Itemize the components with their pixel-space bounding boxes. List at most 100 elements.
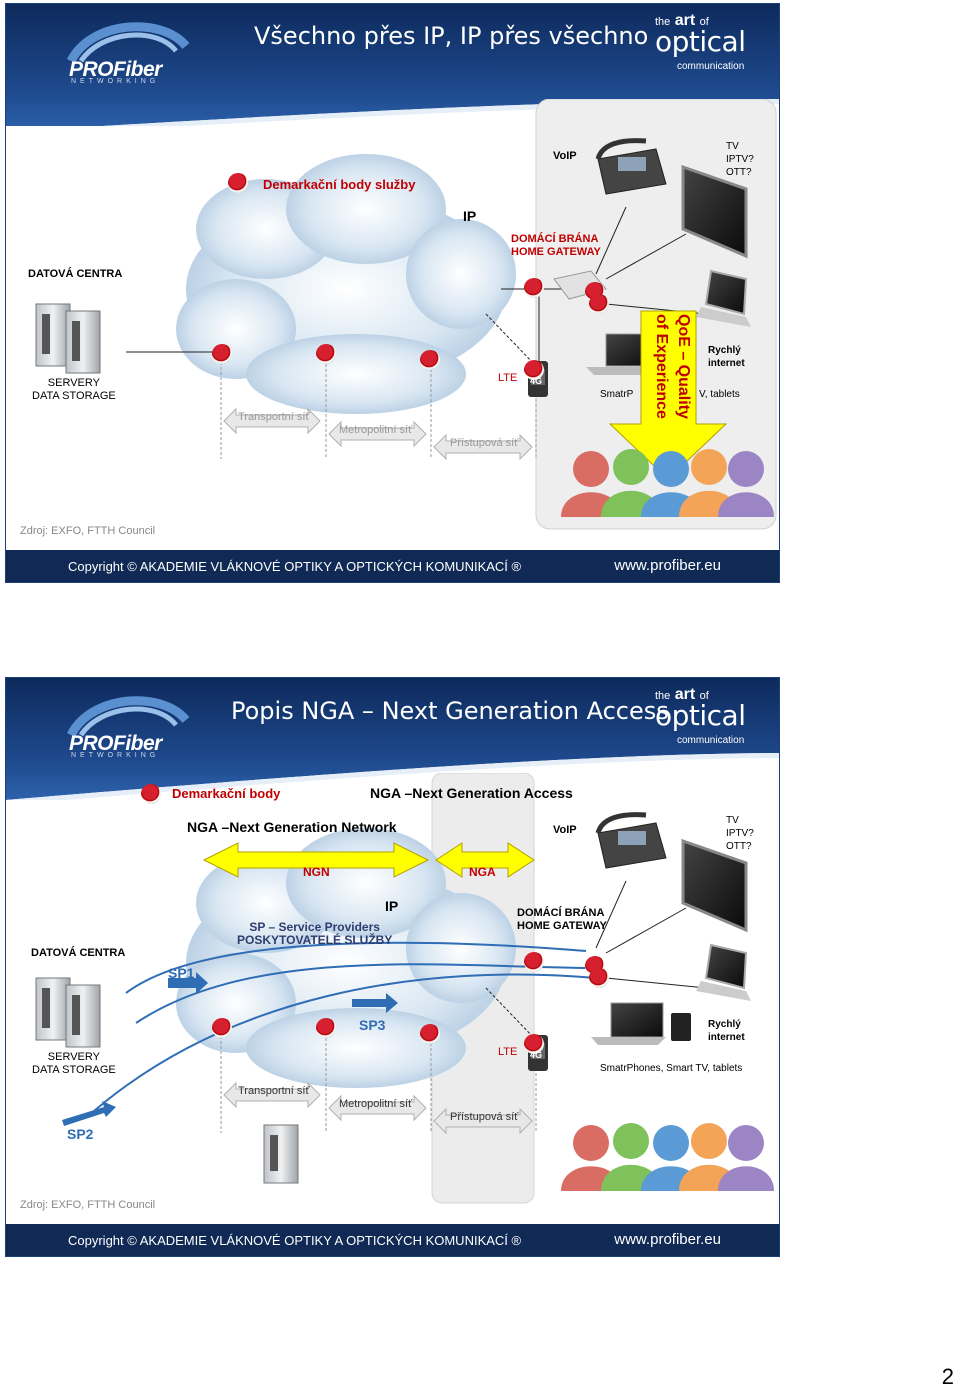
tv-text: TV xyxy=(726,815,739,826)
qoe-line-1: QoE – Quality xyxy=(675,314,692,419)
demarcation-marker xyxy=(420,350,440,370)
rychly-text: Rychlý xyxy=(708,1019,741,1030)
metro-label: Metropolitní síť xyxy=(339,424,413,436)
laptop-icon xyxy=(696,269,751,327)
voip-label: VoIP xyxy=(553,824,577,836)
gateway-label: DOMÁCÍ BRÁNA HOME GATEWAY xyxy=(511,233,601,259)
lte-label: LTE xyxy=(498,372,518,384)
gateway-label: DOMÁCÍ BRÁNA HOME GATEWAY xyxy=(517,907,607,933)
demarcation-marker xyxy=(524,278,544,298)
gateway-line-2: HOME GATEWAY xyxy=(511,246,601,258)
website-link[interactable]: www.profiber.eu xyxy=(614,557,721,574)
phone-icon xyxy=(595,812,667,869)
art-communication: communication xyxy=(677,61,745,72)
sp1-arrow xyxy=(168,972,208,994)
smartphones-label-left: SmatrP xyxy=(600,389,634,400)
tv-label: TV IPTV? OTT? xyxy=(726,140,754,179)
slide-title: Všechno přes IP, IP přes všechno xyxy=(254,22,649,50)
access-label: Přístupová síť xyxy=(450,437,519,449)
access-arrow xyxy=(433,433,533,461)
sp2-server-icon xyxy=(263,1124,299,1184)
4g-badge: 4G xyxy=(530,376,543,386)
slide-2: PROFiber NETWORKING Popis NGA – Next Gen… xyxy=(5,677,780,1257)
slide-1: PROFiber NETWORKING Všechno přes IP, IP … xyxy=(5,3,780,583)
sp2-label: SP2 xyxy=(67,1126,94,1142)
ngn-label: NGN xyxy=(303,865,330,879)
server-label: SERVERY DATA STORAGE xyxy=(32,377,116,403)
logo-subtitle: NETWORKING xyxy=(71,752,160,759)
transport-label: Transportní síť xyxy=(238,411,310,423)
iptv-text: IPTV? xyxy=(726,154,754,165)
transport-arrow xyxy=(223,407,321,435)
demarcation-marker xyxy=(212,344,232,364)
demarcation-marker xyxy=(589,294,609,314)
users-icon xyxy=(561,1123,774,1191)
users-icon xyxy=(561,449,774,517)
metro-label: Metropolitní síť xyxy=(339,1098,413,1110)
metro-arrow xyxy=(328,420,427,448)
gateway-line-1: DOMÁCÍ BRÁNA xyxy=(511,233,599,245)
footer: Copyright © AKADEMIE VLÁKNOVÉ OPTIKY A O… xyxy=(6,550,779,582)
link-line xyxy=(595,880,627,949)
fast-internet-label: Rychlý internet xyxy=(708,344,745,370)
sp-line-2: POSKYTOVATELÉ SLUŽBY xyxy=(237,933,393,947)
service-providers-label: SP – Service Providers POSKYTOVATELÉ SLU… xyxy=(237,921,392,947)
datacenter-label: DATOVÁ CENTRA xyxy=(28,268,123,280)
source-note: Zdroj: EXFO, FTTH Council xyxy=(20,1199,156,1211)
art-optical: optical xyxy=(655,25,746,58)
logo-subtitle: NETWORKING xyxy=(71,78,160,85)
nga-access-label: NGA –Next Generation Access xyxy=(370,785,573,801)
internet-text: internet xyxy=(708,1032,745,1043)
art-optical: optical xyxy=(655,699,746,732)
art-art: art xyxy=(674,686,696,703)
datacenter-label: DATOVÁ CENTRA xyxy=(31,947,126,959)
link-line xyxy=(605,907,687,954)
diagram-slide-2 xyxy=(35,773,774,1204)
qoe-arrow xyxy=(608,310,728,480)
art-the: the xyxy=(655,16,671,28)
header-background xyxy=(6,678,779,800)
server-label: SERVERY DATA STORAGE xyxy=(32,1051,116,1077)
sp3-label: SP3 xyxy=(359,1017,386,1033)
nga-arrow xyxy=(435,842,535,878)
demarcation-marker xyxy=(524,952,544,972)
demarcation-label: Demarkační body xyxy=(172,786,281,801)
devices-icon xyxy=(591,1002,691,1045)
ott-text: OTT? xyxy=(726,841,752,852)
tv-icon xyxy=(681,164,748,259)
iptv-text: IPTV? xyxy=(726,828,754,839)
website-link[interactable]: www.profiber.eu xyxy=(614,1231,721,1248)
profiber-logo: PROFiber xyxy=(69,58,162,81)
source-note: Zdroj: EXFO, FTTH Council xyxy=(20,525,156,537)
ott-text: OTT? xyxy=(726,167,752,178)
sp-line-1: SP – Service Providers xyxy=(249,920,380,934)
tv-text: TV xyxy=(726,141,739,152)
smartphones-label: SmatrPhones, Smart TV, tablets xyxy=(600,1063,743,1074)
footer: Copyright © AKADEMIE VLÁKNOVÉ OPTIKY A O… xyxy=(6,1224,779,1256)
demarcation-marker xyxy=(141,784,161,804)
demarcation-marker xyxy=(316,1018,336,1038)
servery-text: SERVERY xyxy=(47,1051,100,1063)
art-of: of xyxy=(699,690,709,702)
server-icon xyxy=(35,303,101,374)
link-line xyxy=(485,987,535,1039)
art-communication: communication xyxy=(677,735,745,746)
access-label: Přístupová síť xyxy=(450,1111,519,1123)
art-of: of xyxy=(699,16,709,28)
copyright-text: Copyright © AKADEMIE VLÁKNOVÉ OPTIKY A O… xyxy=(68,1233,522,1248)
server-icon xyxy=(35,977,101,1048)
tv-label: TV IPTV? OTT? xyxy=(726,814,754,853)
demarcation-label: Demarkační body služby xyxy=(263,177,416,192)
metro-arrow xyxy=(328,1094,427,1122)
ngn-arrow xyxy=(202,842,430,878)
ip-label: IP xyxy=(463,208,477,224)
art-of-optical-logo: the art of optical communication xyxy=(655,686,765,748)
demarcation-marker xyxy=(589,968,609,988)
internet-text: internet xyxy=(708,358,745,369)
demarcation-marker xyxy=(316,344,336,364)
demarcation-marker xyxy=(524,1034,544,1054)
rychly-text: Rychlý xyxy=(708,345,741,356)
link-line xyxy=(605,233,687,280)
sp1-path xyxy=(125,941,587,994)
demarcation-marker xyxy=(212,1018,232,1038)
